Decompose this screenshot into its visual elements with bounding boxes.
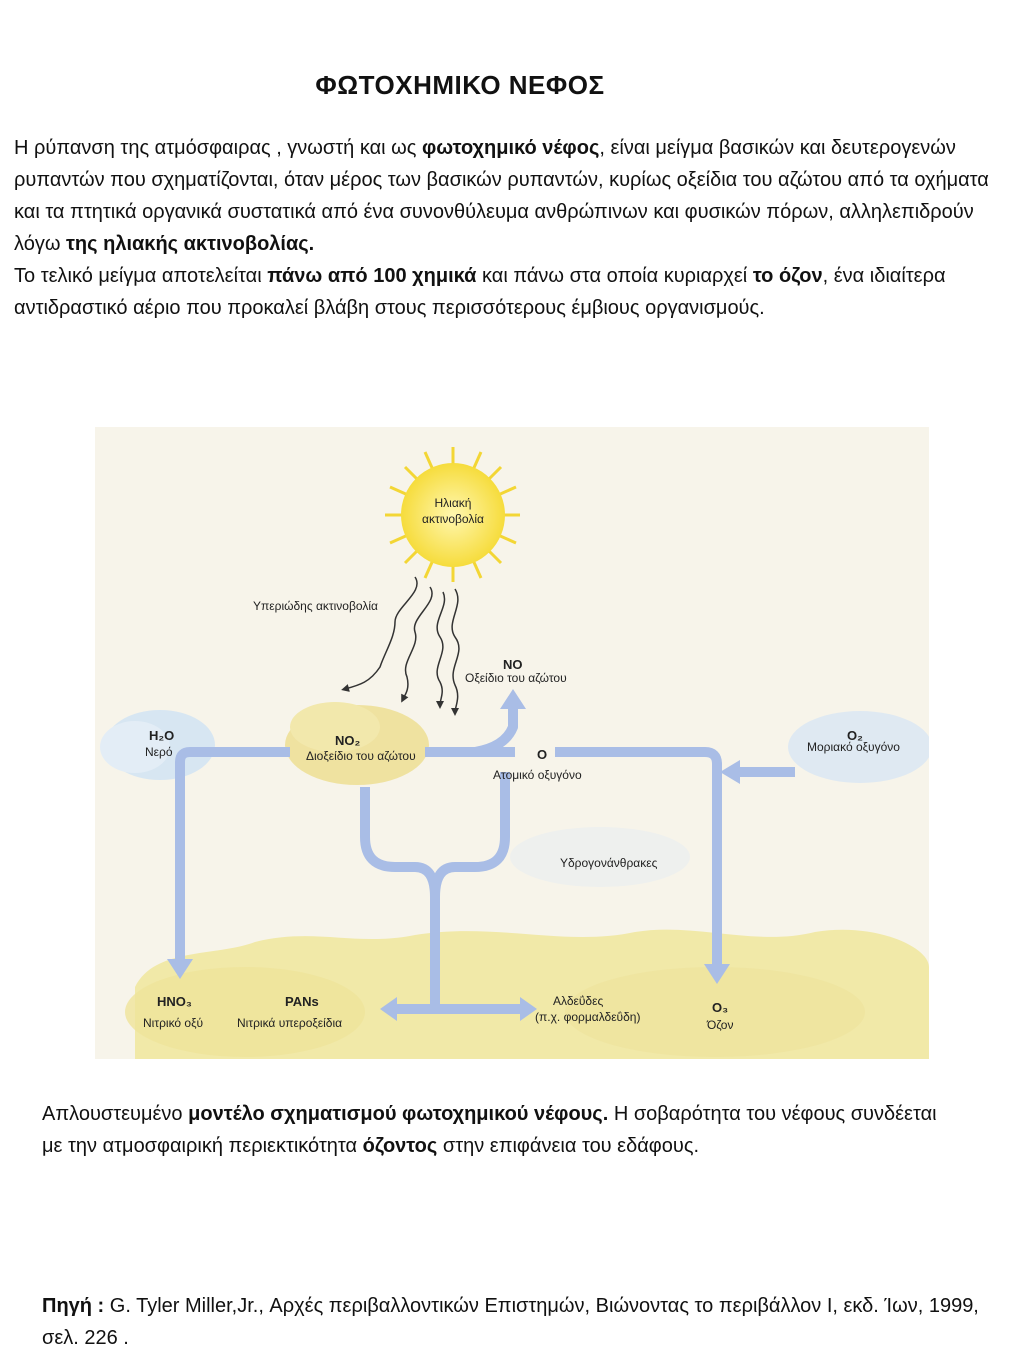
text-run: στην επιφάνεια του εδάφους. (437, 1135, 699, 1157)
text-run: Το τελικό μείγμα αποτελείται (14, 265, 267, 287)
intro-paragraph-2: Το τελικό μείγμα αποτελείται πάνω από 10… (14, 260, 1014, 324)
text-run: πάνω από 100 χημικά (267, 265, 476, 287)
text-run: της ηλιακής ακτινοβολίας. (66, 233, 314, 255)
arrowhead-no (500, 689, 526, 709)
source-citation: Πηγή : G. Tyler Miller,Jr., Αρχές περιβα… (42, 1290, 1012, 1354)
text-run: το όζον (753, 265, 823, 287)
text-run: Η ρύπανση της ατμόσφαιρας , γνωστή και ω… (14, 137, 422, 159)
aldehydes-label-1: Αλδεΰδες (553, 994, 603, 1008)
o2-label: Μοριακό οξυγόνο (807, 740, 900, 754)
text-run: φωτοχημικό νέφος (422, 137, 599, 159)
hydrocarbons-label: Υδρογονάνθρακες (560, 856, 658, 870)
page-title: ΦΩΤΟΧΗΜΙΚΟ ΝΕΦΟΣ (0, 70, 920, 101)
intro-text: Η ρύπανση της ατμόσφαιρας , γνωστή και ω… (14, 132, 1014, 324)
arrow-middle-right (435, 772, 505, 897)
o3-formula: O₃ (712, 1000, 728, 1015)
o3-label: Όζον (706, 1018, 733, 1032)
o-label: Ατομικό οξυγόνο (493, 768, 582, 782)
text-run: και πάνω στα οποία κυριαρχεί (476, 265, 752, 287)
photochemical-smog-diagram: Ηλιακή ακτινοβολία Υπεριώδης ακτινοβολία (95, 427, 929, 1059)
hno3-formula: HNO₃ (157, 994, 192, 1009)
pans-formula: PANs (285, 994, 319, 1009)
aldehydes-label-2: (π.χ. φορμαλδεΰδη) (535, 1010, 640, 1024)
arrow-to-hno3 (180, 752, 290, 962)
sun-label-1: Ηλιακή (435, 496, 472, 510)
text-run: G. Tyler Miller,Jr., Αρχές περιβαλλοντικ… (42, 1295, 979, 1349)
no2-formula: NO₂ (335, 733, 361, 748)
arrow-to-no (475, 707, 513, 752)
sun-label-2: ακτινοβολία (422, 512, 484, 526)
figure-caption: Απλουστευμένο μοντέλο σχηματισμού φωτοχη… (42, 1098, 942, 1162)
no-label: Οξείδιο του αζώτου (465, 671, 567, 685)
pans-label: Νιτρικά υπεροξείδια (237, 1016, 342, 1030)
uv-label: Υπεριώδης ακτινοβολία (253, 599, 378, 613)
text-run: Πηγή : (42, 1295, 104, 1317)
hno3-label: Νιτρικό οξύ (143, 1016, 203, 1030)
text-run: Απλουστευμένο (42, 1103, 188, 1125)
no2-label: Διοξείδιο του αζώτου (306, 749, 416, 763)
intro-paragraph-1: Η ρύπανση της ατμόσφαιρας , γνωστή και ω… (14, 132, 1014, 260)
h2o-label: Νερό (145, 745, 173, 759)
text-run: μοντέλο σχηματισμού φωτοχημικού νέφους. (188, 1103, 608, 1125)
text-run: όζοντος (363, 1135, 438, 1157)
arrowhead-o2 (720, 760, 740, 784)
uv-wavy-arrows (345, 577, 459, 712)
o-formula: O (537, 747, 547, 762)
h2o-formula: H₂O (149, 728, 174, 743)
no-formula: NO (503, 657, 523, 672)
